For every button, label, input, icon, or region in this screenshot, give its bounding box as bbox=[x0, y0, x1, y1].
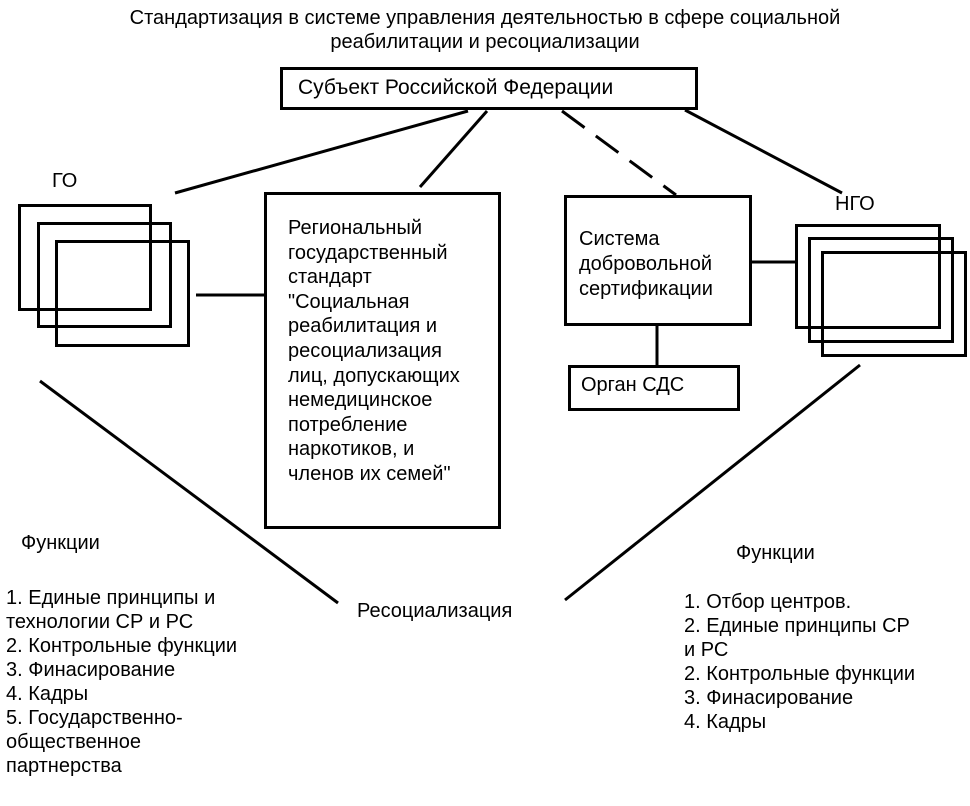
right-function-item: 2. Единые принципы СР bbox=[684, 615, 910, 637]
right-functions-list: 1. Отбор центров. 2. Единые принципы СР … bbox=[684, 590, 915, 734]
certification-line: добровольной bbox=[579, 253, 713, 275]
standard-line: членов их семей" bbox=[288, 462, 451, 485]
subject-label: Субъект Российской Федерации bbox=[298, 76, 614, 99]
connector-ngo-subject bbox=[684, 108, 843, 195]
ngo-box-front bbox=[821, 251, 967, 357]
subject-box bbox=[280, 67, 698, 110]
standard-box bbox=[264, 192, 501, 529]
connector-ngo-resocialization bbox=[564, 363, 861, 602]
standard-line: потребление bbox=[288, 413, 408, 436]
go-box-front bbox=[55, 240, 190, 347]
title-line-1: Стандартизация в системе управления деят… bbox=[129, 7, 841, 29]
standard-line: наркотиков, и bbox=[288, 438, 415, 461]
left-function-item: 3. Финасирование bbox=[6, 659, 176, 681]
ngo-label: НГО bbox=[835, 193, 875, 215]
left-functions-list: 1. Единые принципы и технологии СР и РС … bbox=[6, 586, 237, 778]
left-function-item: партнерства bbox=[6, 755, 122, 777]
standard-line: ресоциализация bbox=[288, 339, 442, 362]
left-function-item: 1. Единые принципы и bbox=[6, 587, 216, 609]
sds-box bbox=[568, 365, 740, 411]
standard-line: лиц, допускающих bbox=[288, 364, 460, 387]
left-function-item: 4. Кадры bbox=[6, 683, 89, 705]
certification-line: сертификации bbox=[579, 278, 713, 300]
standard-line: реабилитация и bbox=[288, 315, 438, 338]
standard-line: "Социальная bbox=[288, 290, 410, 313]
standard-line: Региональный bbox=[288, 217, 423, 239]
left-function-item: 5. Государственно- bbox=[6, 707, 183, 729]
left-functions-heading: Функции bbox=[21, 532, 100, 554]
resocialization-label: Ресоциализация bbox=[357, 600, 513, 622]
right-function-item: 3. Финасирование bbox=[684, 687, 854, 709]
left-function-item: технологии СР и РС bbox=[6, 611, 194, 633]
right-function-item: 2. Контрольные функции bbox=[684, 663, 916, 685]
certification-line: Система bbox=[579, 228, 660, 250]
title-line-2: реабилитации и ресоциализации bbox=[330, 31, 640, 53]
connector-standard-subject bbox=[418, 110, 489, 188]
certification-text: Система добровольной сертификации bbox=[579, 227, 713, 302]
standard-text: Региональный государственный стандарт "С… bbox=[288, 216, 460, 487]
go-label: ГО bbox=[52, 170, 78, 192]
standard-line: немедицинское bbox=[288, 389, 433, 412]
left-function-item: общественное bbox=[6, 731, 141, 753]
standard-line: стандарт bbox=[288, 266, 372, 289]
right-function-item: и РС bbox=[684, 639, 729, 661]
go-box-back bbox=[18, 204, 152, 311]
connector-go-resocialization bbox=[39, 379, 339, 605]
ngo-box-back bbox=[795, 224, 941, 329]
right-functions-heading: Функции bbox=[736, 542, 815, 564]
right-function-item: 4. Кадры bbox=[684, 711, 767, 733]
diagram-title: Стандартизация в системе управления деят… bbox=[0, 6, 970, 54]
go-box-middle bbox=[37, 222, 172, 328]
certification-box bbox=[564, 195, 752, 326]
ngo-box-middle bbox=[808, 237, 954, 343]
connector-certification-subject-dashed bbox=[561, 109, 677, 197]
left-function-item: 2. Контрольные функции bbox=[6, 635, 238, 657]
sds-label: Орган СДС bbox=[581, 374, 685, 396]
right-function-item: 1. Отбор центров. bbox=[684, 591, 852, 613]
connector-go-subject bbox=[174, 109, 469, 195]
standard-line: государственный bbox=[288, 241, 448, 264]
